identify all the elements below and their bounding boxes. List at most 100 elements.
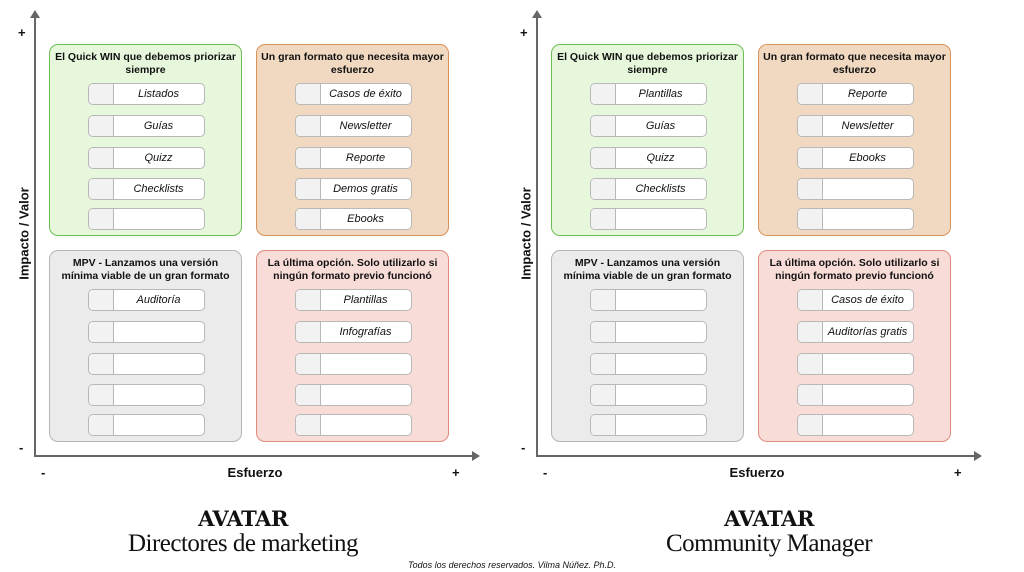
y-axis: [34, 16, 36, 456]
slot-label: [115, 385, 202, 405]
format-slot: Plantillas: [590, 83, 707, 105]
avatar-heading: AVATAR: [724, 506, 814, 531]
slot-tab: [89, 84, 114, 104]
slot-tab: [591, 354, 616, 374]
x-minus-label: -: [41, 465, 46, 480]
slot-tab: [89, 385, 114, 405]
avatar-caption-directores: AVATAR Directores de marketing: [93, 508, 393, 558]
quadrant-ultima-opcion: La última opción. Solo utilizarlo si nin…: [256, 250, 449, 442]
slot-label: Newsletter: [841, 120, 894, 132]
slot-label: [322, 415, 409, 435]
slot-tab: [89, 415, 114, 435]
slot-tab: [591, 322, 616, 342]
slot-label: [322, 385, 409, 405]
quadrant-title: Un gran formato que necesita mayor esfue…: [261, 51, 444, 76]
y-axis-arrow: [532, 10, 542, 18]
quadrant-title: MPV - Lanzamos una versión mínima viable…: [61, 257, 230, 282]
slot-tab: [798, 385, 823, 405]
format-slot: Casos de éxito: [295, 83, 412, 105]
format-slot: [295, 353, 412, 375]
slot-label: Newsletter: [339, 120, 392, 132]
slot-label: Guías: [645, 120, 676, 132]
format-slot: [88, 321, 205, 343]
format-slot: [797, 384, 914, 406]
slot-tab: [591, 116, 616, 136]
slot-tab: [591, 209, 616, 229]
y-minus-label: -: [521, 440, 526, 455]
slot-tab: [798, 179, 823, 199]
x-axis: [536, 455, 976, 457]
slot-label: Checklists: [133, 183, 184, 195]
y-axis-label: Impacto / Valor: [16, 187, 32, 280]
slot-tab: [89, 290, 114, 310]
slot-label: [824, 179, 911, 199]
slot-label: Auditorías gratis: [827, 326, 908, 338]
slot-tab: [591, 84, 616, 104]
slot-tab: [798, 209, 823, 229]
slot-tab: [591, 179, 616, 199]
format-slot: [88, 414, 205, 436]
quadrant-mpv: MPV - Lanzamos una versión mínima viable…: [551, 250, 744, 442]
slot-label: Ebooks: [347, 213, 384, 225]
slot-label: [617, 415, 704, 435]
slot-label: Quizz: [144, 152, 173, 164]
y-axis-arrow: [30, 10, 40, 18]
quadrant-title: Un gran formato que necesita mayor esfue…: [763, 51, 946, 76]
slot-tab: [89, 322, 114, 342]
x-axis-arrow: [974, 451, 982, 461]
slot-tab: [798, 415, 823, 435]
slot-tab: [296, 290, 321, 310]
y-minus-label: -: [19, 440, 24, 455]
format-slot: Quizz: [590, 147, 707, 169]
format-slot: Guías: [88, 115, 205, 137]
slot-tab: [89, 179, 114, 199]
slot-label: [115, 322, 202, 342]
slot-tab: [89, 148, 114, 168]
slot-tab: [798, 84, 823, 104]
quadrant-gran-formato: Un gran formato que necesita mayor esfue…: [256, 44, 449, 236]
slot-label: [824, 209, 911, 229]
slot-label: Guías: [143, 120, 174, 132]
avatar-audience: Community Manager: [665, 530, 873, 557]
matrix-directores: + - - + Impacto / Valor Esfuerzo El Quic…: [0, 0, 480, 490]
format-slot: [590, 384, 707, 406]
format-slot: Reporte: [295, 147, 412, 169]
format-slot: Auditorías gratis: [797, 321, 914, 343]
format-slot: [295, 414, 412, 436]
format-slot: Checklists: [590, 178, 707, 200]
slot-label: Auditoría: [136, 294, 181, 306]
format-slot: [88, 384, 205, 406]
slot-label: [824, 385, 911, 405]
slot-tab: [89, 354, 114, 374]
slot-label: Reporte: [847, 88, 888, 100]
format-slot: [88, 208, 205, 230]
matrix-community-manager: + - - + Impacto / Valor Esfuerzo El Quic…: [502, 0, 982, 490]
quadrant-ultima-opcion: La última opción. Solo utilizarlo si nin…: [758, 250, 951, 442]
format-slot: Guías: [590, 115, 707, 137]
slot-label: [115, 354, 202, 374]
slot-label: Checklists: [635, 183, 686, 195]
quadrant-mpv: MPV - Lanzamos una versión mínima viable…: [49, 250, 242, 442]
slot-label: Demos gratis: [333, 183, 398, 195]
format-slot: [797, 178, 914, 200]
format-slot: Auditoría: [88, 289, 205, 311]
y-axis: [536, 16, 538, 456]
slot-label: [115, 209, 202, 229]
copyright-footer: Todos los derechos reservados. Vilma Núñ…: [407, 560, 617, 570]
quadrant-gran-formato: Un gran formato que necesita mayor esfue…: [758, 44, 951, 236]
format-slot: Checklists: [88, 178, 205, 200]
slot-label: Plantillas: [638, 88, 683, 100]
slot-label: [617, 354, 704, 374]
format-slot: Newsletter: [295, 115, 412, 137]
slot-label: [322, 354, 409, 374]
quadrant-quick-win: El Quick WIN que debemos priorizar siemp…: [49, 44, 242, 236]
slot-label: Plantillas: [343, 294, 388, 306]
slot-tab: [591, 148, 616, 168]
slot-tab: [591, 290, 616, 310]
format-slot: [590, 289, 707, 311]
slot-tab: [296, 385, 321, 405]
slot-tab: [296, 354, 321, 374]
slot-tab: [798, 290, 823, 310]
format-slot: [797, 414, 914, 436]
format-slot: Casos de éxito: [797, 289, 914, 311]
